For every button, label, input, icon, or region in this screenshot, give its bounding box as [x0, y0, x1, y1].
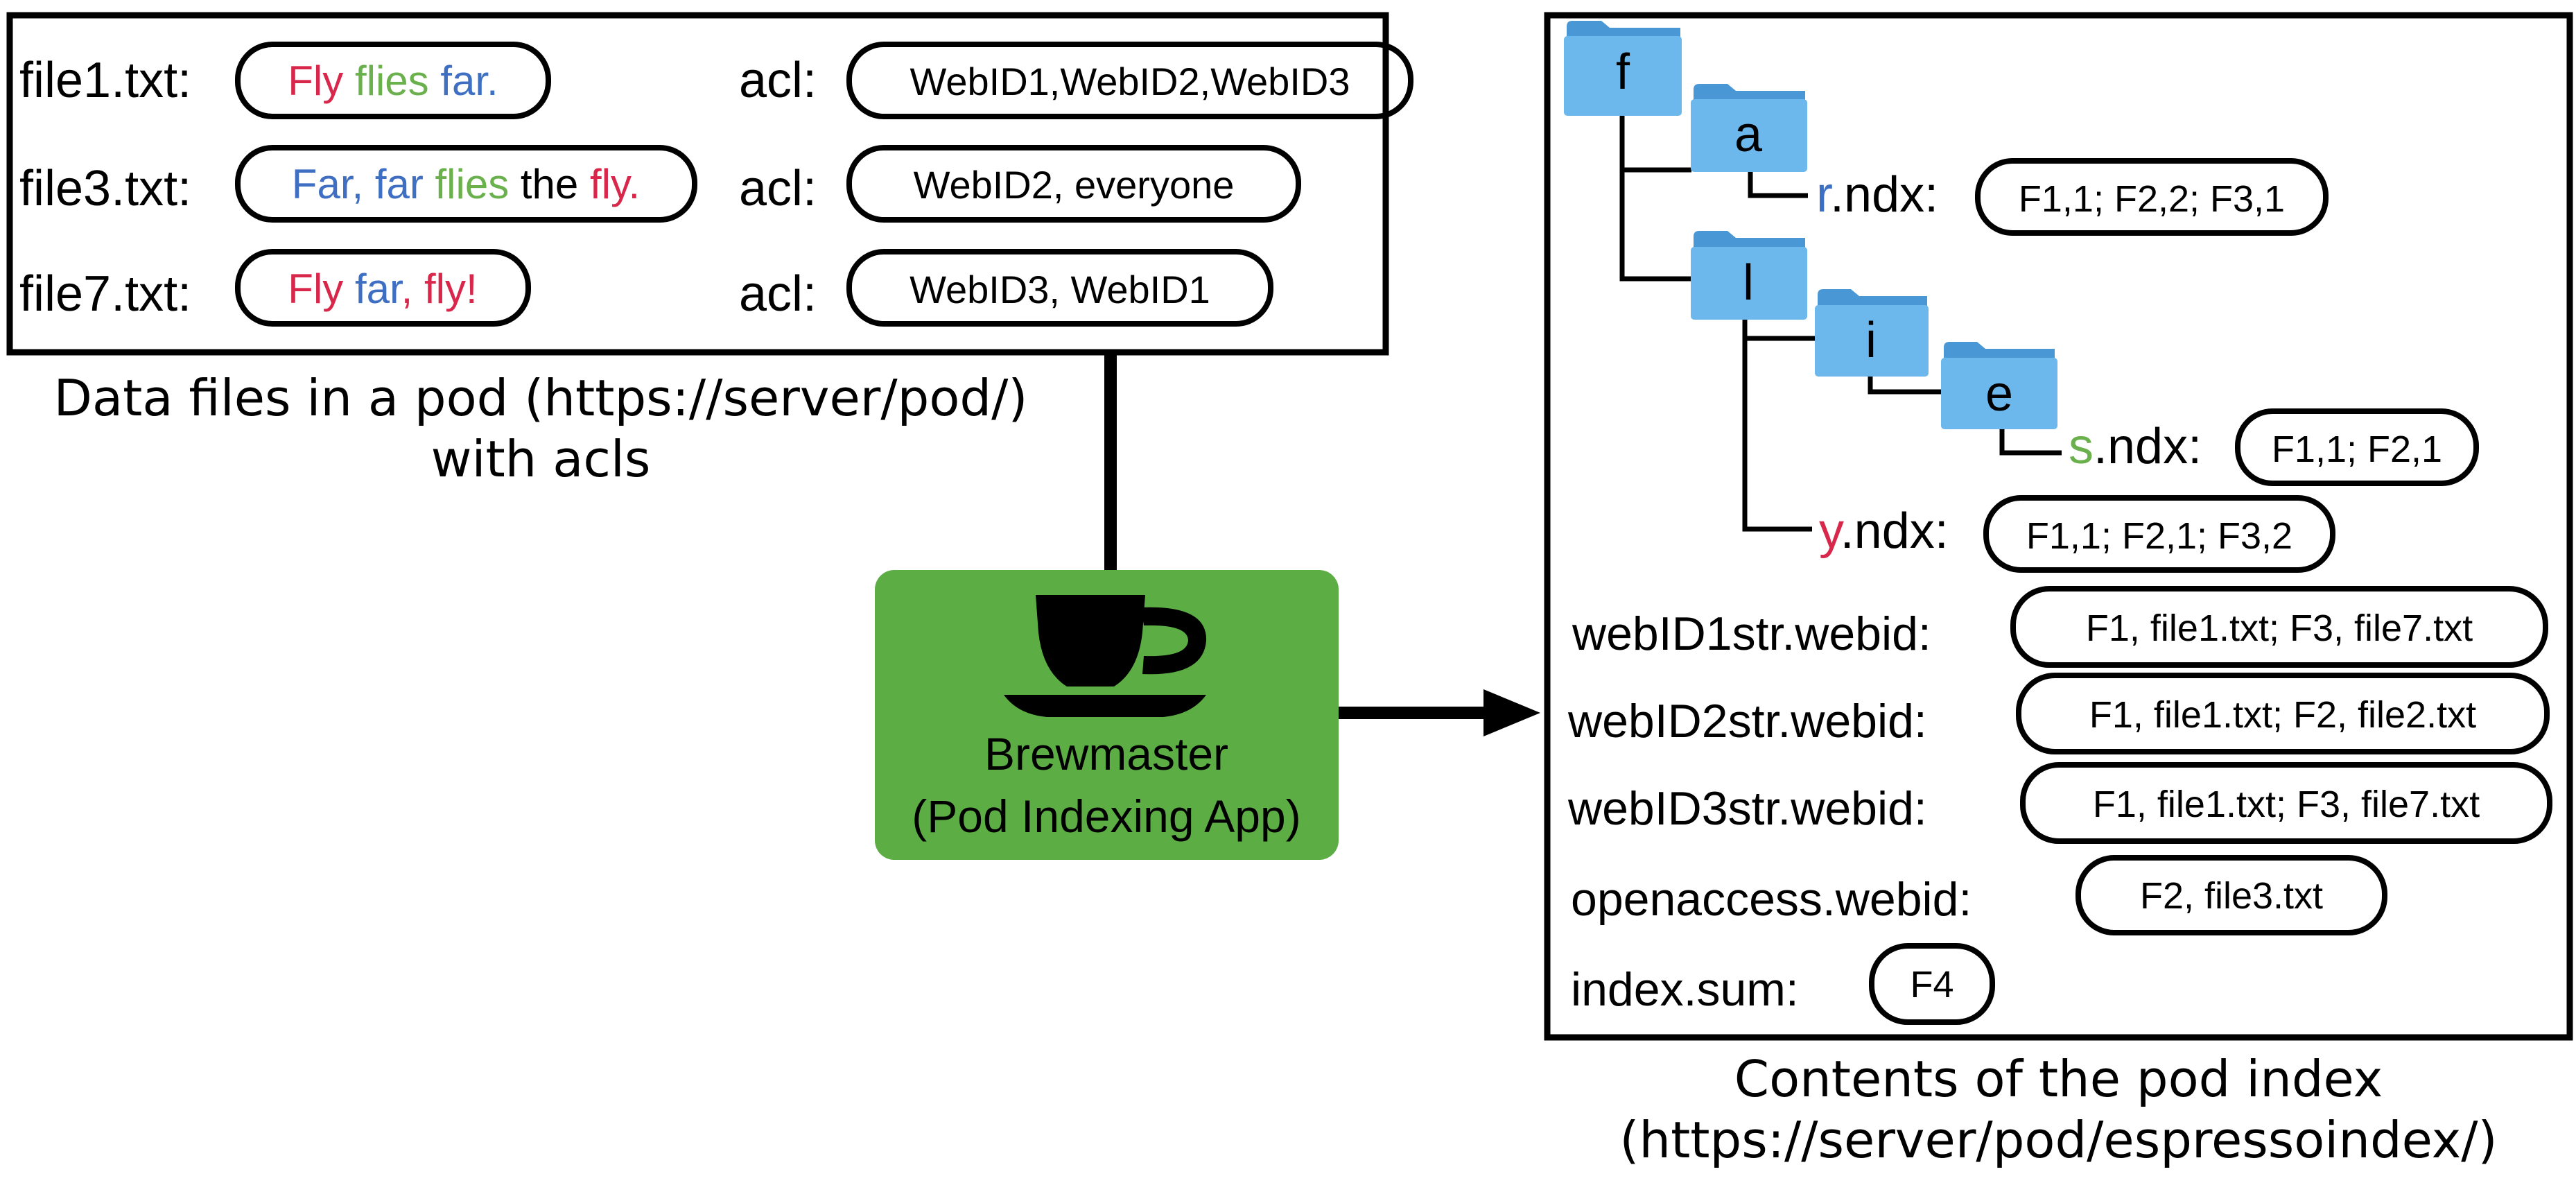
data-file-row-2: file3.txt: Far, far flies the fly. acl: … — [19, 145, 1301, 223]
folder-label: l — [1743, 255, 1754, 311]
folder-label: f — [1616, 44, 1630, 100]
acl-box — [846, 42, 1413, 119]
file-content-text: Fly far, fly! — [288, 266, 477, 312]
entry-value-box — [2020, 762, 2552, 844]
content-word: flies — [355, 58, 440, 104]
file-name-label: file1.txt: — [19, 53, 191, 108]
index-sum-entry: index.sum: F4 — [1571, 943, 1995, 1025]
acl-label: acl: — [739, 53, 817, 108]
entry-value-box — [2016, 673, 2550, 754]
entry-value: F1, file1.txt; F3, file7.txt — [2093, 784, 2480, 825]
ndx-file-name: r.ndx: — [1816, 167, 1938, 223]
content-word: Fly — [288, 266, 355, 312]
ndx-value: F1,1; F2,1 — [2272, 429, 2442, 470]
app-name: Brewmaster — [984, 728, 1228, 779]
entry-value: F1, file1.txt; F3, file7.txt — [2086, 607, 2473, 649]
file-content-box — [235, 42, 551, 119]
folder-label: e — [1985, 366, 2013, 422]
ndx-value-box — [1975, 158, 2329, 236]
entry-value-box — [1869, 943, 1995, 1025]
content-word: far. — [440, 58, 498, 104]
content-word: Fly — [288, 58, 355, 104]
acl-box — [846, 145, 1301, 223]
ndx-file-name: s.ndx: — [2069, 419, 2202, 474]
ndx-value-box — [1983, 495, 2335, 573]
app-to-index-arrowhead — [1483, 689, 1540, 736]
coffee-cup-icon — [1004, 595, 1207, 717]
entry-value: F4 — [1910, 964, 1953, 1005]
folder-label: i — [1865, 313, 1877, 368]
folder-l-icon: l — [1691, 231, 1807, 320]
entry-value: F1, file1.txt; F2, file2.txt — [2089, 694, 2476, 736]
content-word: , fly! — [401, 266, 478, 312]
acl-value: WebID2, everyone — [914, 163, 1235, 207]
file-name-label: file7.txt: — [19, 266, 191, 322]
acl-value: WebID3, WebID1 — [910, 268, 1210, 311]
s-ndx-entry: s.ndx: F1,1; F2,1 — [2069, 408, 2479, 486]
openaccess-entry: openaccess.webid: F2, file3.txt — [1571, 855, 2387, 935]
content-word: fly. — [590, 161, 640, 207]
content-word: the — [521, 161, 590, 207]
folder-e-icon: e — [1941, 342, 2057, 429]
folder-i-icon: i — [1815, 289, 1929, 377]
file-content-text: Fly flies far. — [288, 58, 498, 104]
acl-label: acl: — [739, 161, 817, 216]
data-files-panel — [6, 12, 1389, 356]
app-subtitle: (Pod Indexing App) — [912, 791, 1300, 842]
ndx-value-box — [2235, 408, 2479, 486]
webid2-entry: webID2str.webid: F1, file1.txt; F2, file… — [1567, 673, 2550, 754]
entry-label: webID3str.webid: — [1567, 782, 1927, 835]
file-name-label: file3.txt: — [19, 161, 191, 216]
entry-label: webID1str.webid: — [1572, 607, 1931, 660]
acl-value: WebID1,WebID2,WebID3 — [910, 60, 1350, 103]
folder-f-icon: f — [1564, 21, 1682, 116]
y-ndx-entry: y.ndx: F1,1; F2,1; F3,2 — [1819, 495, 2335, 573]
entry-value: F2, file3.txt — [2140, 875, 2323, 917]
content-word: flies — [435, 161, 521, 207]
webid1-entry: webID1str.webid: F1, file1.txt; F3, file… — [1572, 586, 2548, 668]
data-files-caption: Data files in a pod (https://server/pod/… — [53, 369, 1028, 488]
ndx-value: F1,1; F2,2; F3,1 — [2019, 178, 2285, 220]
acl-box — [846, 249, 1273, 327]
entry-label: index.sum: — [1571, 963, 1799, 1016]
content-word: far — [355, 266, 403, 312]
ndx-value: F1,1; F2,1; F3,2 — [2026, 515, 2292, 557]
ndx-file-name: y.ndx: — [1819, 503, 1949, 559]
entry-value-box — [2010, 586, 2548, 668]
content-word: Far, far — [292, 161, 435, 207]
entry-label: openaccess.webid: — [1571, 873, 1972, 926]
file-content-text: Far, far flies the fly. — [292, 161, 640, 207]
r-ndx-entry: r.ndx: F1,1; F2,2; F3,1 — [1816, 158, 2329, 236]
acl-label: acl: — [739, 266, 817, 322]
file-content-box — [235, 145, 697, 223]
pod-index-panel — [1544, 12, 2573, 1041]
entry-label: webID2str.webid: — [1567, 695, 1927, 748]
pod-index-caption: Contents of the pod index (https://serve… — [1619, 1050, 2498, 1169]
file-content-box — [235, 249, 531, 327]
folder-a-icon: a — [1691, 84, 1807, 172]
webid3-entry: webID3str.webid: F1, file1.txt; F3, file… — [1567, 762, 2552, 844]
data-file-row-1: file1.txt: Fly flies far. acl: WebID1,We… — [19, 42, 1413, 119]
entry-value-box — [2075, 855, 2387, 935]
data-file-row-3: file7.txt: Fly far, fly! acl: WebID3, We… — [19, 249, 1273, 327]
folder-label: a — [1734, 107, 1763, 162]
